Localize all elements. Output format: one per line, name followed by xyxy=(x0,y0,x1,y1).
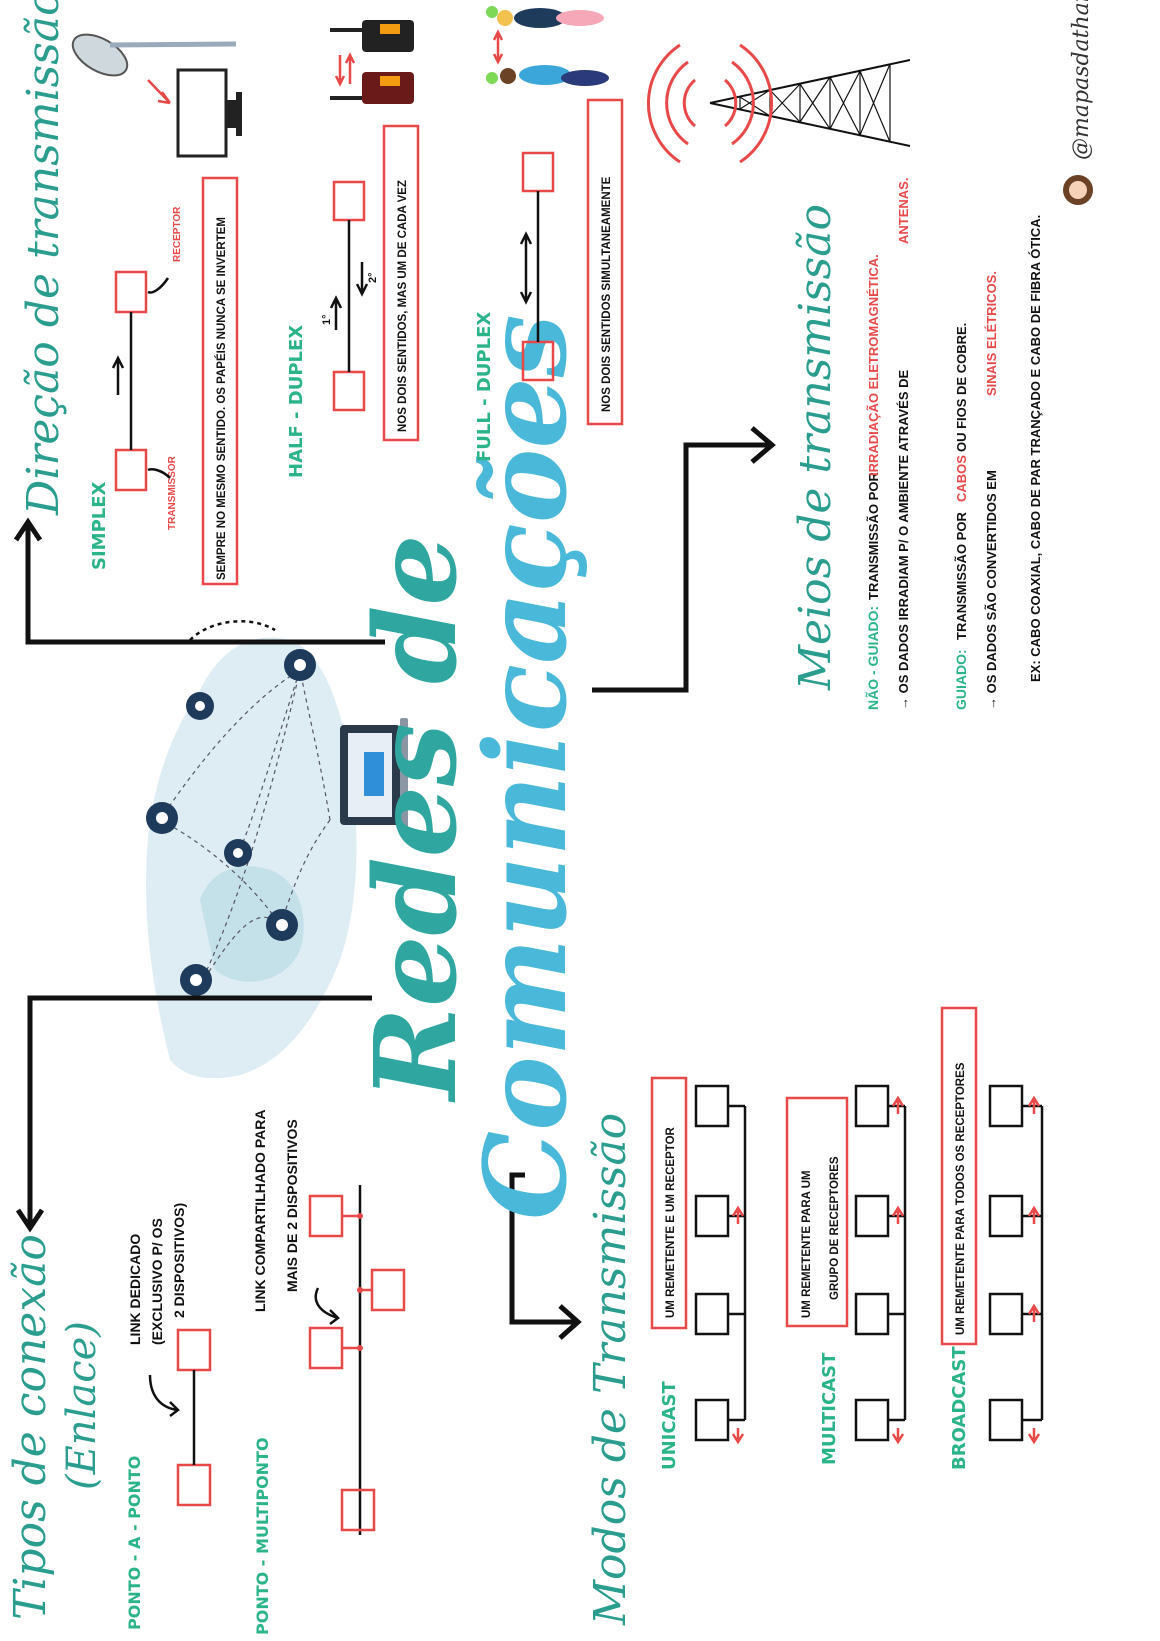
multicast-label: MULTICAST xyxy=(819,1352,840,1465)
simplex-receptor-label: RECEPTOR xyxy=(172,206,183,262)
map-pin-icon xyxy=(224,839,252,867)
broadcast-diagram xyxy=(988,1084,1044,1445)
credit: @mapasdathai xyxy=(1063,0,1094,205)
nao-guiado-text1: TRANSMISSÃO POR xyxy=(866,472,881,600)
credit-handle: @mapasdathai xyxy=(1069,0,1094,160)
full-desc: NOS DOIS SENTIDOS SIMULTANEAMENTE xyxy=(601,176,613,412)
unicast-diagram xyxy=(694,1084,747,1445)
broadcast-desc: UM REMETENTE PARA TODOS OS RECEPTORES xyxy=(955,1062,967,1335)
title-line2: Comunicações xyxy=(461,314,592,1220)
nao-guiado-label: NÃO - GUIADO: xyxy=(864,606,881,710)
half-desc: NOS DOIS SENTIDOS, MAS UM DE CADA VEZ xyxy=(397,180,409,432)
guiado-text1: TRANSMISSÃO POR xyxy=(954,512,969,640)
multicast-diagram xyxy=(854,1084,907,1445)
main-title: Redes de Comunicações xyxy=(351,314,592,1220)
guiado-text1b: OU FIOS DE COBRE. xyxy=(954,323,969,452)
simplex-desc-box xyxy=(201,176,239,586)
unicast-desc-box xyxy=(650,1076,688,1330)
half-box-b xyxy=(332,180,366,222)
multicast-desc2: GRUPO DE RECEPTORES xyxy=(829,1156,841,1300)
half-desc-box xyxy=(382,124,420,442)
ponto-a-ponto-desc2: (EXCLUSIVO P/ OS xyxy=(149,1218,165,1345)
ponto-multiponto-label: PONTO - MULTIPONTO xyxy=(253,1437,272,1635)
modos-heading: Modos de Transmissão xyxy=(585,1113,636,1626)
half-box-a xyxy=(332,370,366,412)
multiponto-desc1: LINK COMPARTILHADO PARA xyxy=(252,1110,268,1312)
half-duplex-label: HALF - DUPLEX xyxy=(286,325,307,478)
ponto-a-ponto-label: PONTO - A - PONTO xyxy=(125,1456,144,1630)
meios-section: Meios de transmissão NÃO - GUIADO: TRANS… xyxy=(790,178,1043,710)
full-box-b xyxy=(521,151,555,193)
people-talking-icon xyxy=(486,6,609,86)
nao-guiado-text2: → OS DADOS IRRADIAM P/ O AMBIENTE ATRAVÉ… xyxy=(896,369,911,710)
meios-heading: Meios de transmissão xyxy=(790,204,841,691)
half-first: 1° xyxy=(321,314,333,325)
simplex-receiver-box xyxy=(114,270,148,314)
ponto-a-ponto-box-b xyxy=(176,1328,212,1372)
guiado-text2: → OS DADOS SÃO CONVERTIDOS EM xyxy=(984,470,999,710)
map-pin-icon xyxy=(266,909,298,941)
map-pin-icon xyxy=(180,964,212,996)
simplex-desc: SEMPRE NO MESMO SENTIDO. OS PAPÉIS NUNCA… xyxy=(215,217,228,580)
simplex-transmissor-label: TRANSMISSOR xyxy=(167,455,178,530)
direcao-section: Direção de transmissão SIMPLEX TRANSMISS… xyxy=(18,0,624,586)
nao-guiado-text1-red: IRRADIAÇÃO ELETROMAGNÉTICA. xyxy=(866,254,881,476)
walkie-talkie-icon xyxy=(330,20,414,52)
tipos-heading: Tipos de conexão xyxy=(5,1234,56,1620)
walkie-talkie-icon xyxy=(330,72,414,104)
half-second: 2° xyxy=(367,272,379,283)
direcao-heading: Direção de transmissão xyxy=(18,0,69,516)
guiado-label: GUIADO: xyxy=(953,649,969,710)
tipos-section: Tipos de conexão (Enlace) PONTO - A - PO… xyxy=(5,1110,406,1635)
full-duplex-label: FULL - DUPLEX xyxy=(474,312,495,462)
ponto-a-ponto-desc1: LINK DEDICADO xyxy=(127,1234,143,1345)
full-desc-box xyxy=(586,98,624,426)
guiado-text3: EX: CABO COAXIAL, CABO DE PAR TRANÇADO E… xyxy=(1028,215,1043,682)
multiponto-desc2: MAIS DE 2 DISPOSITIVOS xyxy=(284,1119,300,1292)
broadcast-label: BROADCAST xyxy=(949,1346,970,1470)
multiponto-box-3 xyxy=(370,1268,406,1312)
multiponto-box-4 xyxy=(308,1194,344,1238)
satellite-dish-icon xyxy=(71,33,237,77)
world-map-illustration xyxy=(146,620,408,1079)
map-pin-icon xyxy=(146,802,178,834)
guiado-text1-red: CABOS xyxy=(954,455,969,502)
monitor-icon xyxy=(176,68,242,158)
laptop-icon xyxy=(340,718,408,832)
antenna-tower-icon xyxy=(646,43,911,164)
title-line1: Redes de xyxy=(351,534,482,1103)
guiado-text2-red: SINAIS ELÉTRICOS. xyxy=(984,271,999,396)
multiponto-box-1 xyxy=(340,1488,376,1532)
multicast-desc-box xyxy=(785,1096,849,1328)
modos-section: Modos de Transmissão UNICAST UM REMETENT… xyxy=(585,1006,1044,1626)
multicast-desc1: UM REMETENTE PARA UM xyxy=(801,1170,813,1318)
simplex-label: SIMPLEX xyxy=(89,481,110,570)
nao-guiado-text2-red: ANTENAS. xyxy=(896,178,911,244)
ponto-a-ponto-desc3: 2 DISPOSITIVOS) xyxy=(171,1203,187,1318)
unicast-desc: UM REMETENTE E UM RECEPTOR xyxy=(665,1126,677,1318)
multiponto-box-2 xyxy=(308,1326,344,1370)
connector-lines xyxy=(13,426,776,1340)
map-pin-icon xyxy=(186,692,214,720)
unicast-label: UNICAST xyxy=(659,1381,680,1470)
tipos-heading-enlace: (Enlace) xyxy=(59,1321,105,1490)
simplex-transmitter-box xyxy=(114,448,148,492)
map-pin-icon xyxy=(284,649,316,681)
ponto-a-ponto-box-a xyxy=(176,1463,212,1507)
broadcast-desc-box xyxy=(940,1006,978,1346)
